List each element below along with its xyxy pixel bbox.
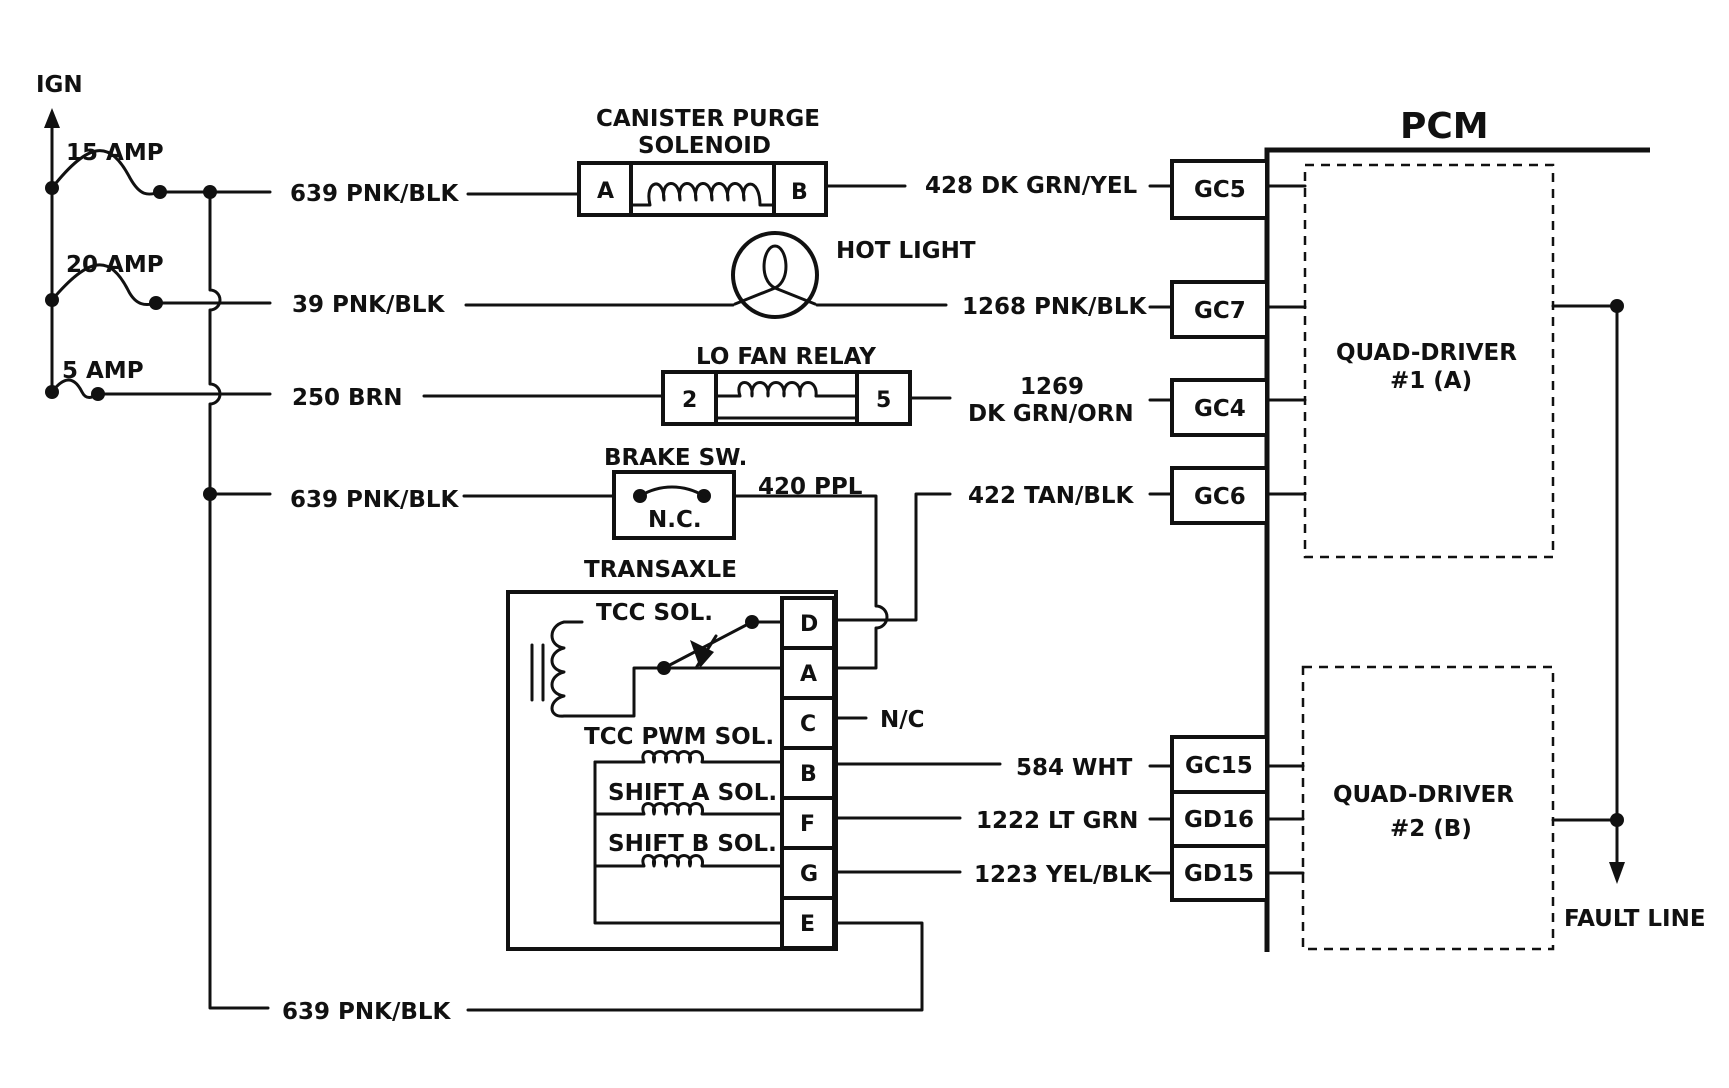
terminal-gc6: GC6	[1194, 484, 1246, 510]
transaxle: TRANSAXLE D A C B F G E TCC SOL.	[506, 557, 838, 951]
wire-1269-num: 1269	[1020, 374, 1084, 400]
wire-420-label: 420 PPL	[758, 474, 863, 500]
transaxle-pin-a: A	[800, 662, 817, 687]
fuse-5-label: 5 AMP	[62, 358, 144, 384]
wire-1268-label: 1268 PNK/BLK	[962, 294, 1148, 320]
transaxle-label: TRANSAXLE	[584, 557, 737, 583]
shift-a-solenoid: SHIFT A SOL.	[593, 780, 784, 816]
wire-639-top-label: 639 PNK/BLK	[290, 181, 460, 207]
tcc-pwm-solenoid: TCC PWM SOL.	[584, 724, 784, 764]
transaxle-pin-c: C	[800, 712, 816, 737]
pcm-terminals: GC5 GC7 GC4 GC6 GC15 GD16 GD15	[1170, 159, 1269, 902]
transaxle-pin-d: D	[800, 612, 818, 637]
shift-b-solenoid: SHIFT B SOL.	[593, 831, 784, 868]
qd1-label-2: #1 (A)	[1390, 368, 1472, 394]
terminal-gd16: GD16	[1184, 807, 1254, 833]
wire-639-bottom-label: 639 PNK/BLK	[282, 999, 452, 1025]
fuse-15-label: 15 AMP	[66, 140, 164, 166]
transaxle-pin-f: F	[800, 812, 815, 837]
shift-b-sol-label: SHIFT B SOL.	[608, 831, 777, 857]
wire-428-label: 428 DK GRN/YEL	[925, 173, 1138, 199]
fault-arrow-icon	[1609, 862, 1625, 884]
wire-584-label: 584 WHT	[1016, 755, 1133, 781]
lo-fan-relay: LO FAN RELAY 2 5	[661, 344, 912, 426]
hot-light-label: HOT LIGHT	[836, 238, 976, 264]
canister-pin-b: B	[791, 180, 808, 205]
canister-title-2: SOLENOID	[638, 133, 771, 159]
lo-fan-relay-label: LO FAN RELAY	[696, 344, 876, 370]
wire-1269-color: DK GRN/ORN	[968, 401, 1134, 427]
terminal-gd15: GD15	[1184, 861, 1254, 887]
quad-driver-2: QUAD-DRIVER #2 (B)	[1301, 665, 1555, 951]
ign-arrow-icon	[44, 108, 60, 128]
terminal-gc15: GC15	[1185, 753, 1253, 779]
qd2-label-2: #2 (B)	[1390, 816, 1472, 842]
wire-250-label: 250 BRN	[292, 385, 403, 411]
bus-639	[158, 185, 272, 1010]
diode-icon	[690, 640, 714, 668]
wire-639-brake-label: 639 PNK/BLK	[290, 487, 460, 513]
wire-39-label: 39 PNK/BLK	[292, 292, 446, 318]
transaxle-pin-b: B	[800, 762, 817, 787]
quad-driver-1: QUAD-DRIVER #1 (A)	[1303, 163, 1555, 559]
fault-line-label: FAULT LINE	[1564, 906, 1706, 932]
fuse-20-label: 20 AMP	[66, 252, 164, 278]
fault-line: FAULT LINE	[1551, 299, 1706, 932]
tcc-pwm-sol-label: TCC PWM SOL.	[584, 724, 774, 750]
wire-1223-label: 1223 YEL/BLK	[974, 862, 1153, 888]
qd1-label-1: QUAD-DRIVER	[1336, 340, 1517, 366]
qd2-label-1: QUAD-DRIVER	[1333, 782, 1514, 808]
canister-purge-solenoid: CANISTER PURGE SOLENOID A B	[577, 106, 828, 217]
brake-nc-label: N.C.	[648, 507, 702, 533]
brake-switch: BRAKE SW. N.C.	[604, 445, 747, 540]
terminal-gc5: GC5	[1194, 177, 1246, 203]
transaxle-pin-g: G	[800, 862, 818, 887]
transaxle-pin-column: D A C B F G E	[780, 596, 836, 950]
transaxle-pin-e: E	[800, 912, 815, 937]
tcc-solenoid: TCC SOL.	[530, 600, 784, 718]
wire-1222-label: 1222 LT GRN	[976, 808, 1138, 834]
canister-title-1: CANISTER PURGE	[596, 106, 820, 132]
hot-light-bulb: HOT LIGHT	[731, 231, 976, 319]
brake-sw-label: BRAKE SW.	[604, 445, 747, 471]
tcc-sol-label: TCC SOL.	[596, 600, 713, 626]
shift-a-sol-label: SHIFT A SOL.	[608, 780, 777, 806]
pcm: PCM GC5 GC7 GC4 GC6 GC15 GD16 GD15	[1170, 106, 1706, 952]
terminal-gc7: GC7	[1194, 298, 1246, 324]
ignition-feed: IGN	[36, 72, 83, 394]
fuse-15-amp: 15 AMP	[45, 140, 167, 199]
fuse-5-amp: 5 AMP	[45, 358, 144, 401]
relay-pin-2: 2	[682, 388, 697, 413]
terminal-gc4: GC4	[1194, 396, 1246, 422]
pcm-title: PCM	[1400, 106, 1489, 147]
fuse-20-amp: 20 AMP	[45, 252, 164, 310]
relay-pin-5: 5	[876, 388, 891, 413]
canister-pin-a: A	[597, 179, 614, 204]
pin-c-nc-label: N/C	[880, 707, 925, 733]
ign-label: IGN	[36, 72, 83, 98]
wire-422-label: 422 TAN/BLK	[968, 483, 1135, 509]
